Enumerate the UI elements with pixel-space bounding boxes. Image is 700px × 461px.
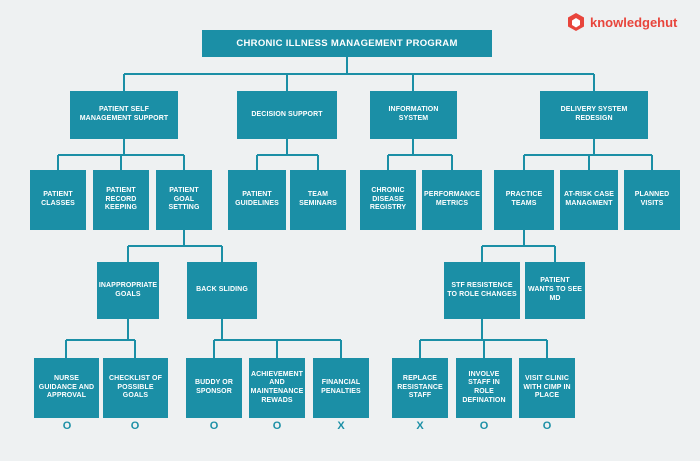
mark-replace: X <box>416 420 424 432</box>
item-practice-teams: PRACTICE TEAMS <box>494 170 554 230</box>
mark-buddy: O <box>209 420 219 432</box>
item-chronic-disease-registry: CHRONIC DISEASE REGISTRY <box>360 170 416 230</box>
category-delivery-redesign: DELIVERY SYSTEM REDESIGN <box>540 91 648 139</box>
issue-back-sliding: BACK SLIDING <box>187 262 257 319</box>
item-patient-guidelines: PATIENT GUIDELINES <box>228 170 286 230</box>
connector <box>256 139 319 170</box>
connector <box>57 139 185 170</box>
solution-achievement-rewards: ACHIEVEMENT AND MAINTENANCE REWADS <box>249 358 305 418</box>
solution-buddy-sponsor: BUDDY OR SPONSOR <box>186 358 242 418</box>
hexagon-logo-icon <box>568 13 584 31</box>
mark-visit-clinic: O <box>542 420 552 432</box>
solution-replace-staff: REPLACE RESISTANCE STAFF <box>392 358 448 418</box>
item-patient-goal-setting: PATIENT GOAL SETTING <box>156 170 212 230</box>
category-information-system: INFORMATION SYSTEM <box>370 91 457 139</box>
issue-inappropriate-goals: INAPPROPRIATE GOALS <box>97 262 159 319</box>
item-performance-metrics: PERFORMANCE METRICS <box>422 170 482 230</box>
solution-checklist-goals: CHECKLIST OF POSSIBLE GOALS <box>103 358 168 418</box>
connector <box>127 230 223 262</box>
item-team-seminars: TEAM SEMINARS <box>290 170 346 230</box>
connector <box>65 319 136 358</box>
mark-financial: X <box>337 420 345 432</box>
mark-involve: O <box>479 420 489 432</box>
mark-achievement: O <box>272 420 282 432</box>
item-patient-record-keeping: PATIENT RECORD KEEPING <box>93 170 149 230</box>
item-at-risk-case-management: AT-RISK CASE MANAGMENT <box>560 170 618 230</box>
connector <box>523 139 653 170</box>
solution-financial-penalties: FINANCIAL PENALTIES <box>313 358 369 418</box>
connector <box>123 57 595 91</box>
connector <box>387 139 453 170</box>
mark-checklist: O <box>130 420 140 432</box>
item-planned-visits: PLANNED VISITS <box>624 170 680 230</box>
connector <box>419 319 548 358</box>
solution-nurse-guidance: NURSE GUIDANCE AND APPROVAL <box>34 358 99 418</box>
mark-nurse: O <box>62 420 72 432</box>
solution-visit-clinic: VISIT CLINIC WITH CIMP IN PLACE <box>519 358 575 418</box>
program-title: CHRONIC ILLNESS MANAGEMENT PROGRAM <box>202 30 492 57</box>
issue-patient-wants-md: PATIENT WANTS TO SEE MD <box>525 262 585 319</box>
connector <box>213 319 342 358</box>
issue-staff-resistance: STF RESISTENCE TO ROLE CHANGES <box>444 262 520 319</box>
connector <box>481 230 556 262</box>
category-self-management: PATIENT SELF MANAGEMENT SUPPORT <box>70 91 178 139</box>
category-decision-support: DECISION SUPPORT <box>237 91 337 139</box>
solution-involve-staff: INVOLVE STAFF IN ROLE DEFINATION <box>456 358 512 418</box>
brand-name: knowledgehut <box>590 14 678 30</box>
brand-logo: knowledgehut <box>566 12 677 32</box>
item-patient-classes: PATIENT CLASSES <box>30 170 86 230</box>
